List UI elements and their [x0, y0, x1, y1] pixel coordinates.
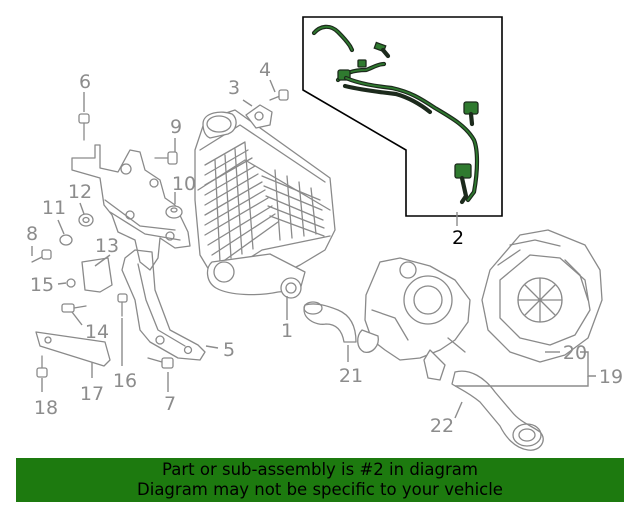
pump-housing	[357, 257, 471, 381]
callout-15: 15	[30, 274, 54, 296]
callout-18: 18	[34, 397, 58, 419]
callout-10: 10	[172, 173, 196, 195]
fasteners	[31, 89, 289, 378]
callout-13: 13	[95, 235, 119, 257]
harness-inset	[302, 16, 503, 217]
callout-21: 21	[339, 365, 363, 387]
callout-1: 1	[281, 320, 293, 342]
callout-11: 11	[42, 197, 66, 219]
callout-16: 16	[113, 370, 137, 392]
callout-20: 20	[563, 342, 587, 364]
supercharger-assembly	[194, 109, 336, 299]
callout-7: 7	[164, 393, 176, 415]
outlet-hose	[451, 370, 544, 451]
callout-6: 6	[79, 71, 91, 93]
wiring-harness-part-2[interactable]	[311, 24, 480, 205]
callout-19: 19	[599, 366, 623, 388]
banner-line-2: Diagram may not be specific to your vehi…	[137, 480, 503, 499]
callout-22: 22	[430, 415, 454, 437]
callout-2: 2	[452, 227, 464, 249]
intake-hose	[303, 301, 357, 343]
banner-line-1: Part or sub-assembly is #2 in diagram	[162, 460, 478, 479]
callout-12: 12	[68, 181, 92, 203]
callouts: 1 2 3 4 5 6 7 8 9 10 11 12 13 14 15 16 1…	[26, 59, 623, 437]
callout-17: 17	[80, 383, 104, 405]
callout-9: 9	[170, 116, 182, 138]
support-bracket	[71, 144, 206, 361]
callout-8: 8	[26, 223, 38, 245]
parts-diagram: 1 2 3 4 5 6 7 8 9 10 11 12 13 14 15 16 1…	[26, 16, 623, 451]
leader-lines	[31, 79, 596, 419]
callout-4: 4	[259, 59, 271, 81]
diagram-notice-banner: Part or sub-assembly is #2 in diagram Di…	[16, 458, 624, 502]
callout-3: 3	[228, 77, 240, 99]
heat-shield-assembly	[481, 229, 603, 363]
callout-14: 14	[85, 321, 109, 343]
callout-5: 5	[223, 339, 235, 361]
